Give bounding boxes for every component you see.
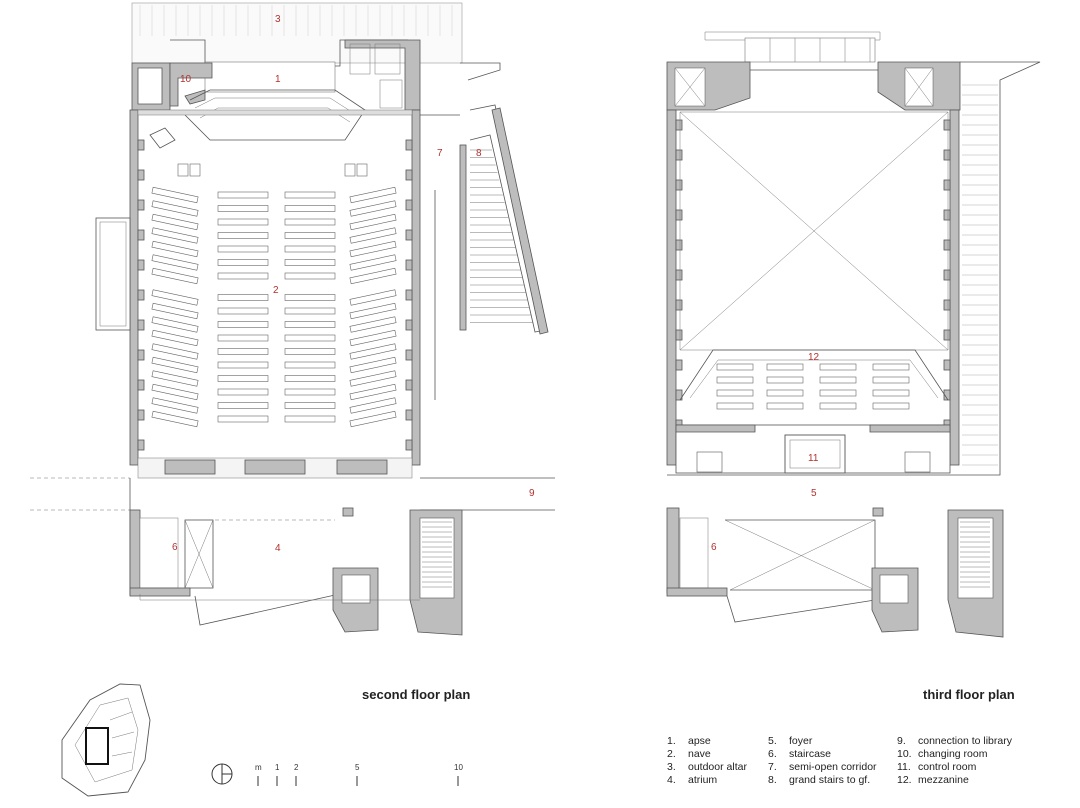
third-floor-plan	[666, 31, 1041, 638]
label-foyer: 5	[811, 488, 817, 499]
legend-number: 2.	[667, 748, 676, 760]
label-staircase: 6	[172, 542, 178, 553]
legend-number: 5.	[768, 735, 777, 747]
legend-label: foyer	[789, 735, 813, 747]
second-floor-room-labels: 3 1 10 7 8 2 9 6 4	[172, 14, 535, 554]
legend-label: control room	[918, 761, 977, 773]
second-floor-title: second floor plan	[362, 687, 470, 702]
legend-label: changing room	[918, 748, 988, 760]
scale-unit: m	[255, 763, 262, 772]
label-changing-room: 10	[180, 74, 192, 85]
north-arrow-icon	[211, 763, 233, 785]
site-key-map	[61, 683, 151, 797]
label-apse: 1	[275, 74, 281, 85]
legend-label: nave	[688, 748, 711, 760]
legend-label: grand stairs to gf.	[789, 774, 870, 786]
label-nave: 2	[273, 285, 279, 296]
legend-label: outdoor altar	[688, 761, 747, 773]
scale-tick-2: 2	[294, 763, 299, 772]
legend-label: mezzanine	[918, 774, 969, 786]
legend-number: 3.	[667, 761, 676, 773]
label-semi-open-corridor: 7	[437, 148, 443, 159]
second-floor-plan	[30, 2, 555, 636]
scale-tick-5: 5	[355, 763, 360, 772]
legend-number: 1.	[667, 735, 676, 747]
label-mezzanine: 12	[808, 352, 820, 363]
scale-tick-10: 10	[454, 763, 463, 772]
legend-number: 12.	[897, 774, 912, 786]
legend-label: semi-open corridor	[789, 761, 877, 773]
label-outdoor-altar: 3	[275, 14, 281, 25]
legend-number: 8.	[768, 774, 777, 786]
label-atrium: 4	[275, 543, 281, 554]
legend: 1. apse 2. nave 3. outdoor altar 4. atrium 5. foy…	[667, 735, 1013, 786]
label-control-room: 11	[808, 453, 819, 464]
scale-tick-1: 1	[275, 763, 280, 772]
label-connection-to-library: 9	[529, 488, 535, 499]
legend-number: 6.	[768, 748, 777, 760]
legend-label: connection to library	[918, 735, 1013, 747]
legend-label: atrium	[688, 774, 717, 786]
third-floor-title: third floor plan	[923, 687, 1015, 702]
label-staircase-third: 6	[711, 542, 717, 553]
legend-number: 10.	[897, 748, 912, 760]
legend-number: 4.	[667, 774, 676, 786]
label-grand-stairs: 8	[476, 148, 482, 159]
scale-bar: m 1 2 5 10	[255, 763, 463, 786]
legend-number: 11.	[897, 761, 911, 773]
legend-number: 7.	[768, 761, 777, 773]
legend-label: apse	[688, 735, 711, 747]
legend-label: staircase	[789, 748, 831, 760]
legend-number: 9.	[897, 735, 906, 747]
third-floor-room-labels: 12 11 5 6	[711, 352, 820, 553]
